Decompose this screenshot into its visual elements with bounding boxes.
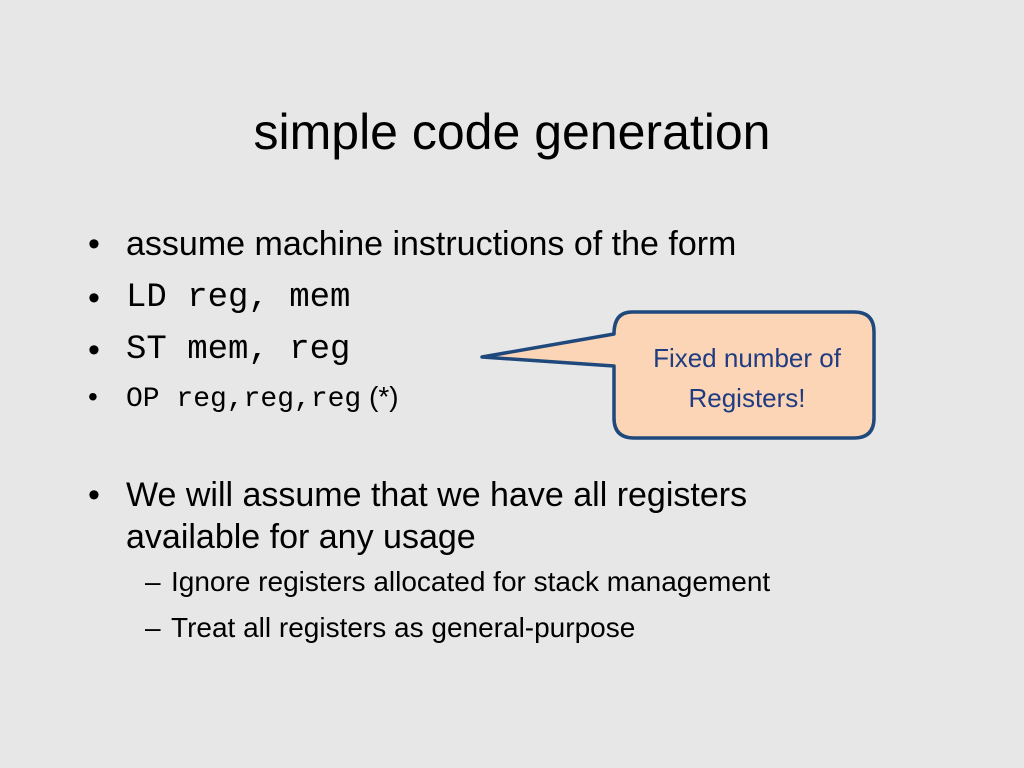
bullet-marker: • — [88, 331, 100, 369]
callout-line: Registers! — [688, 383, 806, 413]
bullet-code-text: LD reg, mem — [126, 279, 351, 317]
callout-text: Fixed number of Registers! — [616, 338, 878, 418]
bullet-marker: • — [88, 279, 100, 317]
bullet-suffix: (*) — [361, 381, 399, 412]
sub-bullet-text: Ignore registers allocated for stack man… — [171, 566, 771, 597]
bullet-code-text: OP reg,reg,reg — [126, 384, 362, 415]
bullet-code-text: ST mem, reg — [126, 331, 351, 369]
sub-bullet-text: Treat all registers as general-purpose — [171, 612, 636, 643]
bullet-text: We will assume that we have all register… — [126, 476, 748, 556]
bullet-marker: • — [88, 225, 100, 263]
bullet-marker: • — [88, 381, 98, 412]
callout-bubble — [480, 310, 876, 440]
callout: Fixed number of Registers! — [480, 308, 880, 442]
bullet-text: OP reg,reg,reg (*) — [126, 378, 399, 419]
bullet-marker: • — [88, 476, 100, 514]
bullet-text: assume machine instructions of the form — [126, 225, 737, 263]
callout-line: Fixed number of — [653, 343, 841, 373]
sub-bullet-marker: – — [145, 566, 161, 597]
sub-bullet-marker: – — [145, 612, 161, 643]
slide-title: simple code generation — [253, 104, 771, 160]
callout-shape — [480, 310, 876, 440]
